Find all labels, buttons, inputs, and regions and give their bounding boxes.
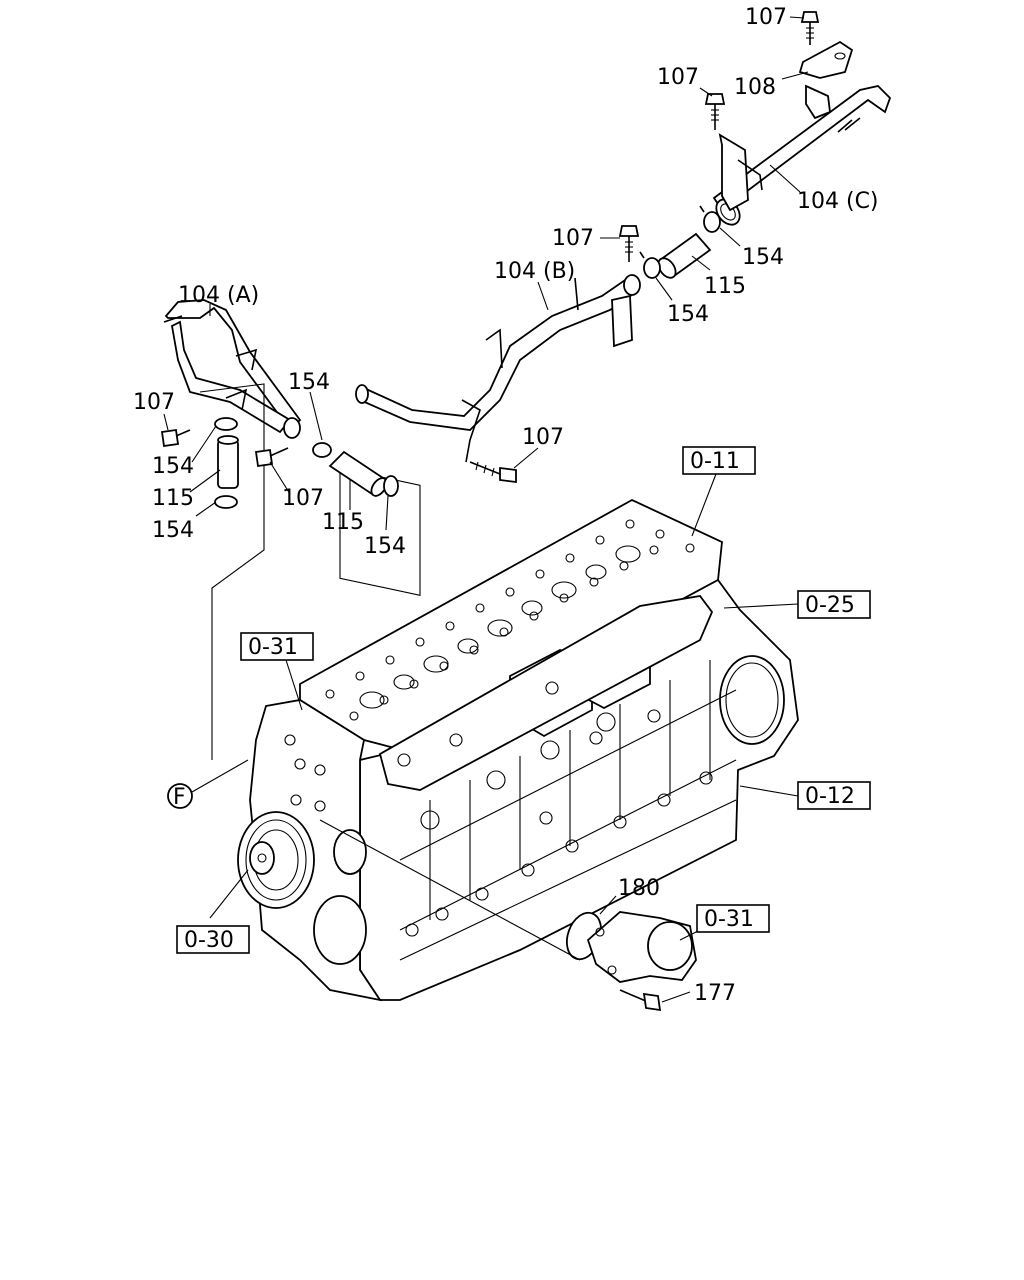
ref-0-12[interactable]: 0-12	[797, 781, 871, 810]
ref-0-25-text: 0-25	[805, 593, 855, 618]
label-107-a: 107	[133, 390, 175, 415]
label-107-c: 107	[657, 65, 699, 90]
hose-115-a	[217, 435, 239, 489]
label-107-m: 107	[522, 425, 564, 450]
clamp-154-b	[639, 251, 661, 279]
bolt-177	[619, 989, 662, 1012]
pipe-104a	[163, 299, 302, 760]
bolt-107-c	[704, 93, 726, 130]
ref-0-31-right-text: 0-31	[704, 907, 754, 932]
label-154-b: 154	[667, 302, 709, 327]
engine-block	[237, 498, 799, 1002]
hose-115-m	[328, 450, 388, 497]
pipe-104c	[712, 40, 892, 226]
leader-lines	[163, 16, 809, 1003]
bolt-107-a	[160, 428, 191, 448]
ref-0-25[interactable]: 0-25	[797, 590, 871, 619]
ref-0-11[interactable]: 0-11	[682, 446, 756, 475]
label-107-b: 107	[552, 226, 594, 251]
ref-0-30[interactable]: 0-30	[176, 925, 250, 954]
label-107-a2: 107	[282, 486, 324, 511]
label-154-m2: 154	[364, 534, 406, 559]
ref-0-30-text: 0-30	[184, 928, 234, 953]
clamp-154-c	[699, 205, 721, 233]
pipe-104b	[339, 274, 641, 596]
ref-0-31-right[interactable]: 0-31	[696, 904, 770, 933]
ref-0-31-left[interactable]: 0-31	[240, 632, 314, 661]
clamp-154-a1	[214, 417, 238, 431]
ref-0-11-text: 0-11	[690, 449, 740, 474]
ref-0-12-text: 0-12	[805, 784, 855, 809]
label-154-c: 154	[742, 245, 784, 270]
label-104c: 104 (C)	[797, 189, 879, 214]
label-107-top: 107	[745, 5, 787, 30]
clamp-154-m2	[383, 475, 399, 497]
clamp-154-m1	[312, 442, 332, 458]
label-115-a: 115	[152, 486, 194, 511]
hose-115-c	[657, 232, 712, 279]
label-154-m1: 154	[288, 370, 330, 395]
bolt-107-b	[618, 225, 640, 262]
bolt-107-m	[469, 461, 517, 484]
bolt-107-top	[800, 11, 820, 45]
marker-f-text: F	[173, 785, 186, 810]
outlet-elbow	[586, 911, 697, 983]
label-115-m: 115	[322, 510, 364, 535]
part-number-labels: 107 108 107 104 (C) 154 115 154 107 104 …	[133, 5, 879, 1006]
ref-0-31-left-text: 0-31	[248, 635, 298, 660]
clamp-154-a2	[214, 495, 238, 509]
reference-boxes: 0-11 0-25 0-31 0-12 0-30 0-31	[176, 446, 871, 954]
label-154-a1: 154	[152, 454, 194, 479]
label-177: 177	[694, 981, 736, 1006]
label-180: 180	[618, 876, 660, 901]
label-104a: 104 (A)	[178, 283, 259, 308]
label-154-a2: 154	[152, 518, 194, 543]
bolt-107-a2	[254, 447, 289, 468]
circle-marker-f: F	[167, 783, 193, 810]
label-108: 108	[734, 75, 776, 100]
label-115-c: 115	[704, 274, 746, 299]
label-104b: 104 (B)	[494, 259, 575, 284]
